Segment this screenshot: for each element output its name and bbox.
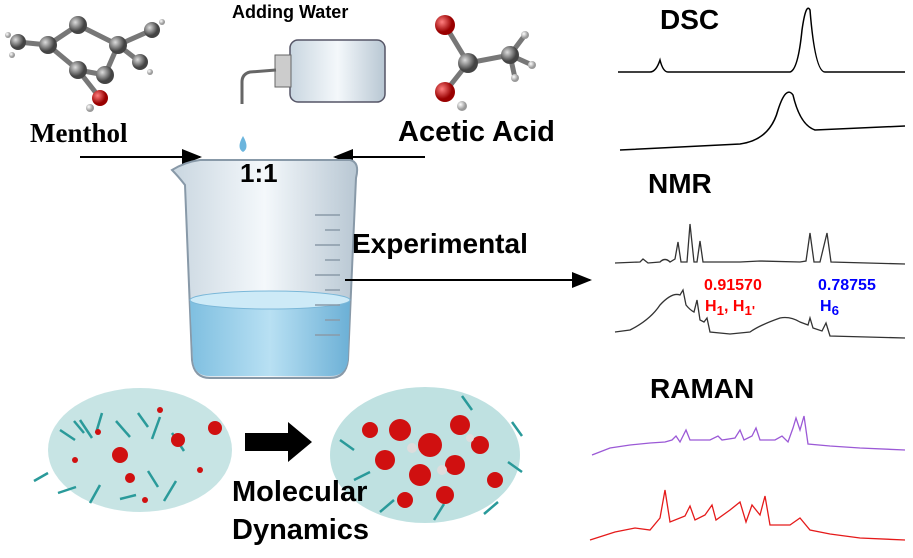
nmr-peak1-h2: , H [723, 298, 745, 315]
raman-curve-red [589, 489, 906, 541]
molecular-label: Molecular [232, 476, 368, 508]
nmr-title: NMR [648, 168, 712, 199]
md-snapshot-after-icon [330, 387, 524, 523]
raman-title: RAMAN [650, 373, 755, 404]
md-snapshot-before-icon [33, 388, 232, 512]
acetic-acid-label: Acetic Acid [398, 116, 555, 148]
adding-water-label: Adding Water [232, 2, 349, 22]
acetic-acid-molecule-icon [435, 15, 536, 111]
nmr-peak2-sub: 6 [831, 303, 839, 319]
nmr-peak1-label: H1, H1' [705, 298, 755, 318]
dynamics-label: Dynamics [232, 514, 370, 546]
experimental-label: Experimental [352, 228, 528, 259]
nmr-peak2-h: H [820, 298, 832, 315]
beaker-icon [170, 159, 359, 379]
ratio-label: 1:1 [240, 158, 278, 188]
nmr-peak1-sub: 1 [716, 303, 724, 319]
nmr-peak2-label: H6 [820, 298, 839, 318]
dsc-title: DSC [660, 4, 720, 35]
raman-curve-purple [591, 415, 906, 456]
nmr-peak1-value: 0.91570 [704, 277, 762, 294]
menthol-molecule-icon [5, 16, 165, 112]
nmr-peak1-h: H [705, 298, 717, 315]
nmr-peak2-value: 0.78755 [818, 277, 876, 294]
nmr-curve-simulated [614, 288, 906, 339]
wash-bottle-icon [239, 39, 386, 152]
dsc-curve-2 [619, 91, 906, 151]
nmr-curve-experimental [614, 223, 906, 265]
dsc-curve-1 [618, 7, 905, 73]
nmr-peak1-sub2: 1' [744, 303, 756, 319]
md-arrow-icon [245, 422, 312, 462]
menthol-label: Menthol [30, 118, 128, 148]
